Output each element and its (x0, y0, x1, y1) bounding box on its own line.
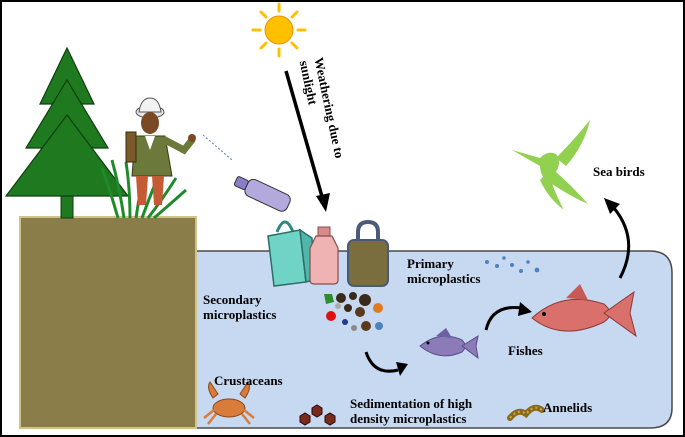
land-block (19, 216, 197, 429)
fishes-label: Fishes (508, 343, 543, 358)
crab-icon (203, 381, 255, 425)
secondary-microplastics-label: Secondary microplastics (203, 292, 276, 322)
secondary-label-line2: microplastics (203, 307, 277, 322)
worm-icon (507, 404, 545, 421)
shopping-bag-icon (267, 220, 315, 287)
particles-to-fish-arrow (364, 351, 408, 376)
person-icon (125, 97, 196, 205)
small-fish-icon (419, 328, 479, 360)
primary-microplastics-label: Primary microplastics (407, 256, 480, 286)
fish-to-bird-arrow (604, 198, 631, 279)
tree-icon (4, 46, 130, 219)
weathering-arrow (284, 70, 330, 212)
primary-microplastic-particles (485, 256, 540, 273)
primary-label-line2: microplastics (407, 271, 481, 286)
bottle-icon (309, 226, 339, 285)
secondary-microplastic-particles (324, 292, 383, 331)
sediment-particles (299, 404, 336, 426)
plastic-bottle-icon (233, 176, 291, 212)
sedimentation-label: Sedimentation of high density microplast… (350, 396, 472, 426)
sun-icon (251, 2, 307, 58)
sedimentation-label-line1: Sedimentation of high (350, 396, 473, 411)
secondary-label-line1: Secondary (203, 292, 262, 307)
fish-to-fish-arrow (484, 302, 532, 331)
crustaceans-label: Crustaceans (214, 373, 283, 388)
handbag-icon (347, 219, 389, 287)
sedimentation-label-line2: density microplastics (350, 411, 467, 426)
primary-label-line1: Primary (407, 256, 454, 271)
annelids-label: Annelids (543, 400, 593, 415)
sea-birds-label: Sea birds (593, 164, 645, 179)
hummingbird-icon (512, 120, 590, 210)
big-fish-icon (531, 284, 637, 338)
